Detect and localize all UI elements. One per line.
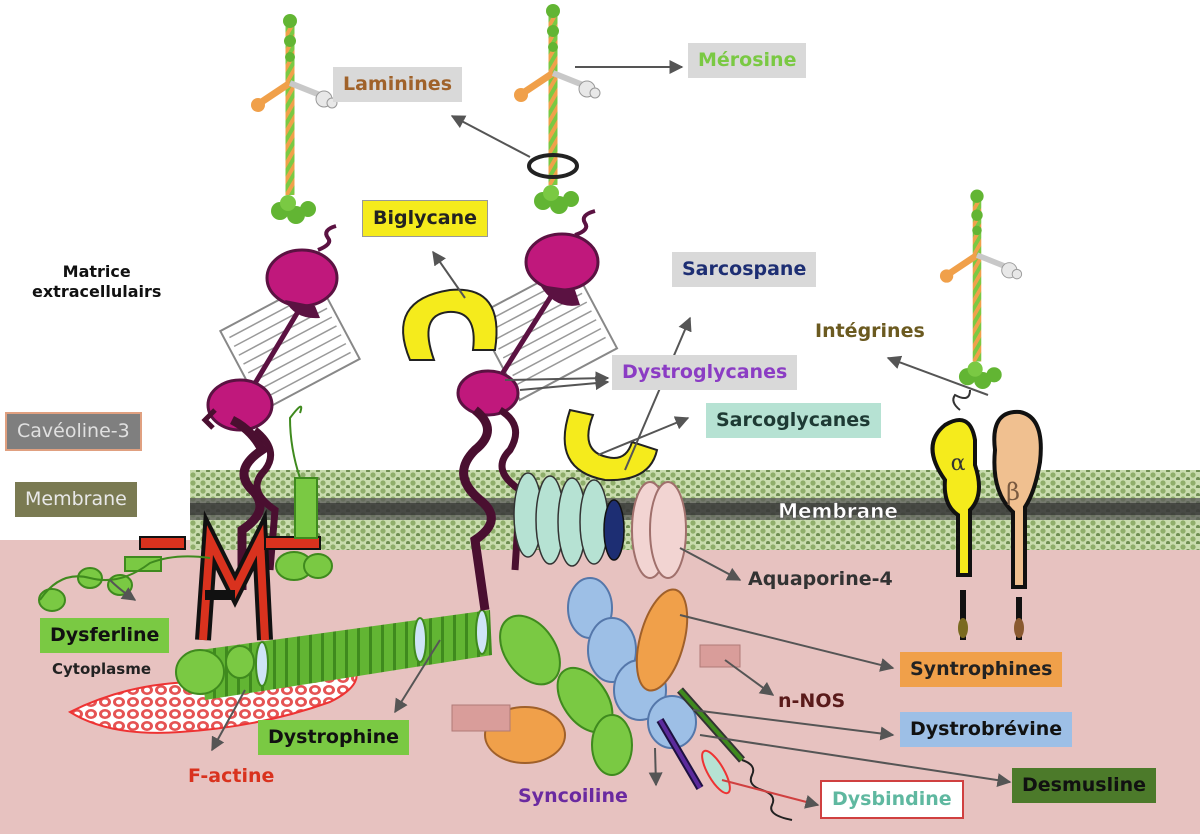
sarcospane-label: Sarcospane <box>672 252 817 287</box>
dystrophine-label: Dystrophine <box>258 720 410 755</box>
dystrophin-rod <box>175 609 492 700</box>
nnos-label: n-NOS <box>778 690 846 712</box>
dysbindine-label: Dysbindine <box>820 780 964 819</box>
desmusline-label: Desmusline <box>1012 768 1157 803</box>
aquaporine-label: Aquaporine-4 <box>748 568 893 590</box>
dysferline-label: Dysferline <box>40 618 170 653</box>
membrane-band-label: Membrane <box>778 499 898 523</box>
syncoiline-label: Syncoiline <box>518 785 628 807</box>
caveoline-label: Cavéoline-3 <box>5 412 142 451</box>
f-actine-label: F-actine <box>188 765 275 787</box>
intracellular-complex <box>451 577 793 821</box>
laminin-center-icon <box>514 4 600 214</box>
integrin-dimer-icon <box>930 389 1043 640</box>
membrane-box-label: Membrane <box>15 482 137 517</box>
cytoplasme-label: Cytoplasme <box>52 660 151 678</box>
merosine-label: Mérosine <box>688 43 807 78</box>
beta-symbol: β <box>1006 478 1020 506</box>
matrice-label-line1: Matrice <box>62 262 131 281</box>
syntrophines-label: Syntrophines <box>900 652 1063 687</box>
caveolin-3-m-shape <box>139 509 321 641</box>
dysferlin-shape <box>38 405 333 612</box>
matrice-label: Matrice extracellulairs <box>32 262 161 302</box>
alpha-symbol: α <box>951 451 966 476</box>
laminin-left-icon <box>251 14 337 224</box>
sarcoglycanes-label: Sarcoglycanes <box>706 403 881 438</box>
dystrobrevine-label: Dystrobrévine <box>900 712 1073 747</box>
biglycan-arc <box>402 288 498 361</box>
biglycane-label: Biglycane <box>362 200 488 237</box>
laminin-right-icon <box>940 190 1022 390</box>
dystroglycan-left <box>201 224 362 590</box>
aquaporin-4-shape <box>631 481 687 579</box>
laminines-label: Laminines <box>333 67 462 102</box>
dystroglycanes-label: Dystroglycanes <box>612 355 798 390</box>
dystroglycan-center <box>456 209 619 611</box>
membrane-band <box>190 470 1200 550</box>
matrice-label-line2: extracellulairs <box>32 282 162 301</box>
yellow-horseshoe <box>563 408 659 482</box>
sarcoglycan-complex <box>513 472 625 567</box>
integrines-label: Intégrines <box>815 320 925 342</box>
annotation-arrows <box>211 60 1012 809</box>
merosine-ring <box>527 153 579 179</box>
